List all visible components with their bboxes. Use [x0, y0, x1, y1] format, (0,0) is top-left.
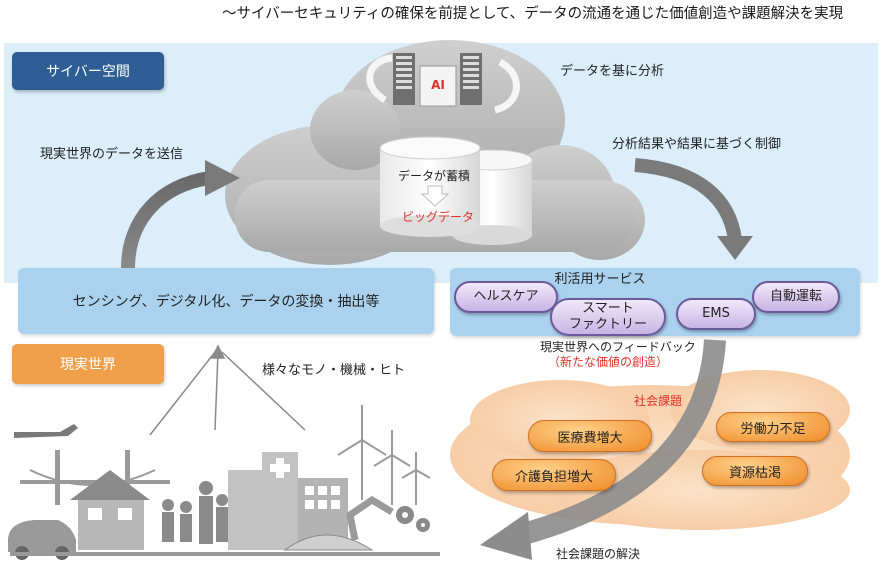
server-icon: [393, 53, 482, 107]
bigdata-label: ビッグデータ: [402, 210, 475, 224]
send-data-label: 現実世界のデータを送信: [40, 147, 184, 162]
service-smart-factory: スマート ファクトリー: [550, 298, 666, 336]
solution-label: 社会課題の解決: [556, 547, 641, 561]
robot-arm-icon: [346, 495, 394, 541]
control-label: 分析結果や結果に基づく制御: [612, 137, 782, 152]
cycle-arrow-left: [366, 54, 393, 103]
hospital-cross-icon: [270, 458, 290, 478]
issue-medical-costs: 医療費増大: [528, 420, 652, 452]
headline: 〜サイバーセキュリティの確保を前提として、データの流通を通じた価値創造や課題解決…: [222, 6, 844, 22]
sensing-label: センシング、デジタル化、データの変換・抽出等: [72, 294, 380, 310]
city-illustration: [8, 405, 440, 560]
accumulate-label: データが蓄積: [398, 169, 471, 183]
upward-arrows: [149, 344, 306, 436]
service-ems: EMS: [676, 298, 756, 330]
services-title: 利活用サービス: [554, 272, 646, 287]
real-world-tag: 現実世界: [12, 344, 164, 384]
ai-label: AI: [431, 78, 445, 92]
car-icon: [8, 520, 76, 552]
database-icon: [379, 136, 533, 245]
feedback-arrow: [517, 339, 726, 546]
control-arrow: [634, 158, 742, 242]
wind-turbine-icon: [337, 405, 431, 505]
analyze-label: データを基に分析: [560, 64, 665, 79]
things-label: 様々なモノ・機械・ヒト: [262, 363, 406, 378]
feedback-label: 現実世界へのフィードバック: [540, 340, 696, 354]
issue-resource-depletion: 資源枯渇: [702, 456, 808, 486]
social-issues-title: 社会課題: [634, 394, 683, 408]
cyber-space-tag: サイバー空間: [12, 52, 164, 90]
send-data-arrow: [121, 171, 212, 269]
new-value-label: （新たな価値の創造）: [548, 355, 669, 369]
sensing-box: センシング、デジタル化、データの変換・抽出等: [18, 268, 434, 334]
service-healthcare: ヘルスケア: [454, 281, 558, 313]
issue-labor-shortage: 労働力不足: [716, 412, 830, 442]
cycle-arrow-right: [494, 58, 520, 114]
down-arrow-icon: [420, 185, 450, 207]
issue-care-burden: 介護負担増大: [492, 459, 616, 491]
service-autonomous-driving: 自動運転: [752, 281, 840, 313]
airplane-icon: [14, 424, 78, 438]
